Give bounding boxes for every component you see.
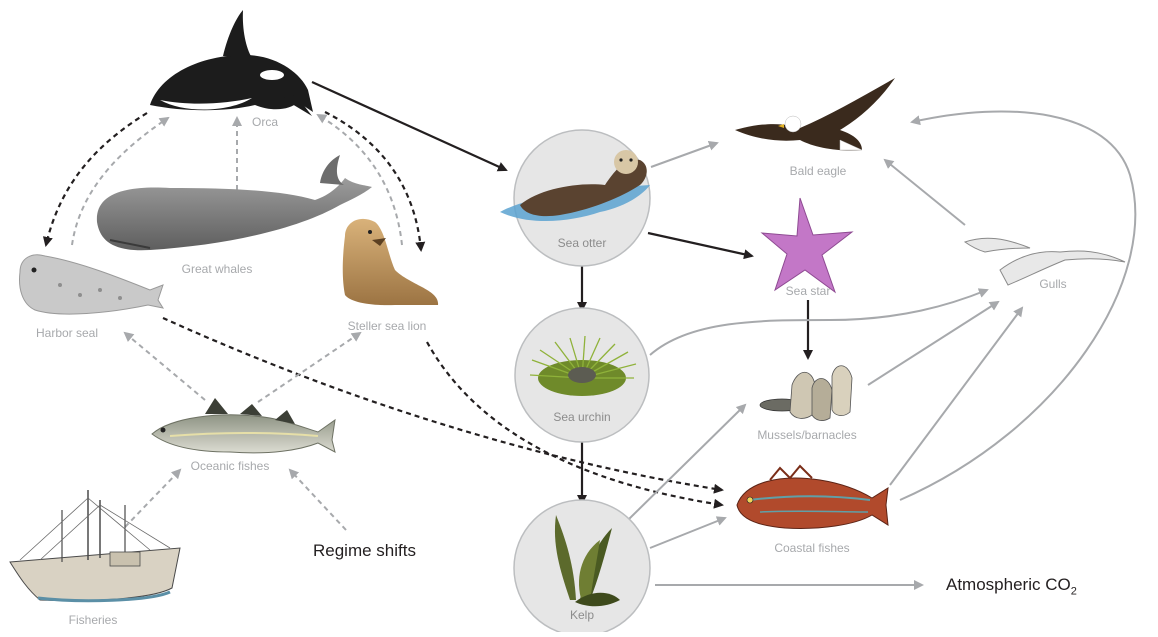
label-orca: Orca — [252, 115, 278, 129]
arrow-regime-shifts-to-oceanic-fishes — [290, 470, 346, 530]
arrow-coastal-fishes-to-gulls — [890, 308, 1022, 485]
label-sea-urchin: Sea urchin — [553, 410, 610, 424]
mussels-barnacles-illustration — [760, 366, 852, 421]
label-coastal-fishes: Coastal fishes — [774, 541, 849, 555]
label-fisheries: Fisheries — [69, 613, 118, 627]
atmospheric-co2-text: Atmospheric CO — [946, 575, 1071, 594]
steller-sea-lion-illustration — [343, 219, 438, 305]
arrow-gulls-to-bald-eagle — [885, 160, 965, 225]
label-great-whales: Great whales — [182, 262, 253, 276]
label-kelp: Kelp — [570, 608, 594, 622]
label-regime-shifts: Regime shifts — [313, 541, 416, 561]
label-steller-sea-lion: Steller sea lion — [348, 319, 427, 333]
label-gulls: Gulls — [1039, 277, 1066, 291]
arrow-sea-otter-to-bald-eagle — [651, 143, 717, 167]
arrow-oceanic-fishes-to-steller-sea-lion — [258, 333, 360, 402]
label-sea-star: Sea star — [786, 284, 831, 298]
coastal-fish-illustration — [737, 466, 888, 528]
arrow-sea-urchin-to-gulls — [650, 290, 987, 355]
label-bald-eagle: Bald eagle — [790, 164, 847, 178]
orca-illustration — [150, 10, 313, 116]
sea-star-illustration — [762, 198, 852, 292]
arrow-oceanic-fishes-to-harbor-seal — [125, 333, 205, 400]
label-oceanic-fishes: Oceanic fishes — [191, 459, 270, 473]
arrow-kelp-to-coastal-fishes — [650, 518, 725, 548]
label-atmospheric-co2: Atmospheric CO2 — [946, 575, 1077, 601]
label-harbor-seal: Harbor seal — [36, 326, 98, 340]
great-whale-illustration — [97, 155, 372, 250]
arrow-coastal-fishes-to-bald-eagle — [900, 111, 1135, 500]
arrow-fisheries-to-oceanic-fishes — [125, 470, 180, 527]
label-mussels-barnacles: Mussels/barnacles — [757, 428, 856, 442]
arrow-orca-to-sea-otter — [312, 82, 506, 170]
oceanic-fish-illustration — [152, 398, 335, 453]
arrow-sea-otter-to-sea-star — [648, 233, 752, 256]
fishing-boat-illustration — [10, 490, 180, 601]
arrow-mussels-to-gulls — [868, 302, 998, 385]
atmospheric-co2-subscript: 2 — [1071, 585, 1077, 597]
bald-eagle-illustration — [735, 78, 895, 151]
arrow-kelp-to-mussels — [628, 405, 745, 520]
harbor-seal-illustration — [20, 255, 163, 314]
label-sea-otter: Sea otter — [558, 236, 607, 250]
